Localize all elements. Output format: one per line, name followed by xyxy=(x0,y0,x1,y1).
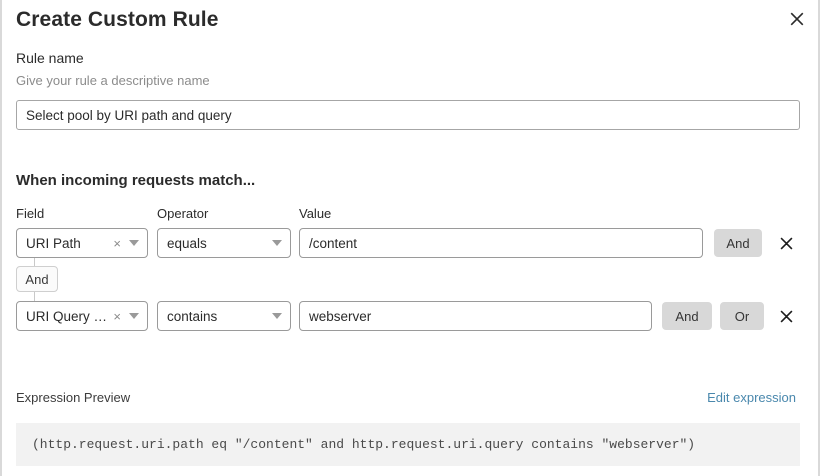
chevron-down-icon[interactable] xyxy=(129,240,139,246)
or-button-2[interactable]: Or xyxy=(720,302,764,330)
chevron-down-icon[interactable] xyxy=(272,313,282,319)
group-connector-and-button[interactable]: And xyxy=(16,266,58,292)
operator-select-2-label: contains xyxy=(167,308,218,324)
remove-condition-1-icon[interactable] xyxy=(776,230,796,256)
field-select-2[interactable]: URI Query St... × xyxy=(16,301,148,331)
chevron-down-icon[interactable] xyxy=(129,313,139,319)
chevron-down-icon[interactable] xyxy=(272,240,282,246)
rule-name-help-text: Give your rule a descriptive name xyxy=(16,73,210,88)
field-select-1-label: URI Path xyxy=(26,235,81,251)
field-select-1-clear-x-icon[interactable]: × xyxy=(113,235,121,251)
operator-select-1-label: equals xyxy=(167,235,207,251)
column-header-value: Value xyxy=(299,206,332,221)
operator-select-2[interactable]: contains xyxy=(157,301,291,331)
connector-line-bottom xyxy=(34,292,35,301)
rule-name-input[interactable] xyxy=(16,100,800,130)
dialog-title: Create Custom Rule xyxy=(16,8,219,31)
and-button-2[interactable]: And xyxy=(662,302,712,330)
rule-name-label: Rule name xyxy=(16,50,84,66)
connector-line-top xyxy=(34,258,35,267)
close-icon[interactable] xyxy=(784,6,810,32)
expression-preview-code: (http.request.uri.path eq "/content" and… xyxy=(16,423,800,466)
field-select-2-label: URI Query St... xyxy=(26,308,112,324)
value-input-1[interactable] xyxy=(299,228,703,258)
column-header-field: Field xyxy=(16,206,45,221)
expression-preview-label: Expression Preview xyxy=(16,390,131,405)
field-select-1[interactable]: URI Path × xyxy=(16,228,148,258)
column-header-operator: Operator xyxy=(157,206,209,221)
operator-select-1[interactable]: equals xyxy=(157,228,291,258)
and-button-1[interactable]: And xyxy=(714,229,762,257)
edit-expression-link[interactable]: Edit expression xyxy=(707,390,796,405)
remove-condition-2-icon[interactable] xyxy=(776,303,796,329)
field-select-2-clear-x-icon[interactable]: × xyxy=(113,308,121,324)
conditions-heading: When incoming requests match... xyxy=(16,172,256,189)
value-input-2[interactable] xyxy=(299,301,652,331)
